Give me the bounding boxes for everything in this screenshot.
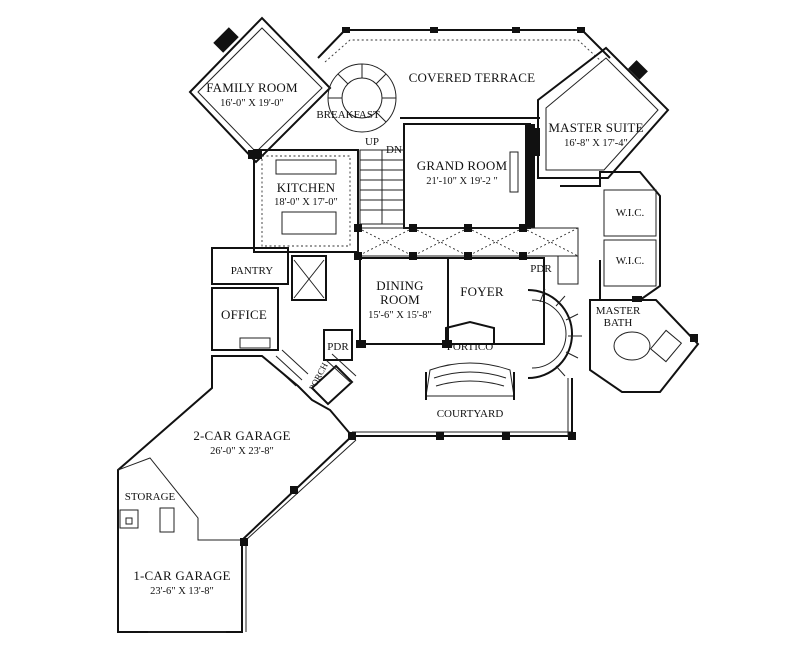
garage-1-dims: 23'-6" X 13'-8"	[150, 586, 214, 597]
grand-room-label: GRAND ROOM	[417, 158, 508, 173]
portico-label: PORTICO	[447, 341, 493, 353]
covered-terrace-label: COVERED TERRACE	[409, 70, 536, 85]
kitchen-area	[253, 149, 359, 253]
master-suite-dims: 16'-8" X 17'-4"	[564, 138, 628, 149]
portico-steps	[425, 362, 515, 400]
foyer-label: FOYER	[460, 284, 504, 299]
stair-dn-label: DN	[386, 144, 402, 156]
pdr-2-label: PDR	[327, 341, 349, 353]
dining-foyer-area	[356, 257, 545, 348]
storage-label: STORAGE	[125, 491, 176, 503]
pdr-1-label: PDR	[530, 263, 552, 275]
office-label: OFFICE	[221, 307, 267, 322]
dining-room-dims: 15'-6" X 15'-8"	[368, 310, 432, 321]
master-suite-label: MASTER SUITE	[548, 120, 643, 135]
courtyard-label: COURTYARD	[437, 408, 504, 420]
family-room-label: FAMILY ROOM	[206, 80, 298, 95]
wic-1-label: W.I.C.	[616, 207, 645, 219]
master-bath-label-line2: BATH	[604, 317, 633, 329]
pantry-label: PANTRY	[231, 265, 273, 277]
breakfast-label: BREAKFAST	[316, 109, 380, 121]
garage-area	[117, 355, 357, 633]
master-wing	[557, 171, 700, 393]
kitchen-dims: 18'-0" X 17'-0"	[274, 197, 338, 208]
main-stair	[359, 149, 405, 225]
stair-up-label: UP	[365, 136, 379, 148]
kitchen-label: KITCHEN	[277, 180, 336, 195]
garage-2-label: 2-CAR GARAGE	[193, 428, 290, 443]
master-bath-label-line1: MASTER	[596, 305, 641, 317]
wic-2-label: W.I.C.	[616, 255, 645, 267]
porch-label: PORCH	[307, 361, 330, 393]
breakfast-stair	[327, 63, 397, 133]
spiral-stair	[527, 288, 582, 379]
dining-room-label-line1: DINING	[376, 278, 423, 293]
garage-1-label: 1-CAR GARAGE	[133, 568, 230, 583]
garage-2-dims: 26'-0" X 23'-8"	[210, 446, 274, 457]
grand-room-dims: 21'-10" X 19'-2 "	[426, 176, 498, 187]
family-room-dims: 16'-0" X 19'-0"	[220, 98, 284, 109]
covered-terrace-area	[317, 27, 611, 119]
dining-room-label-line2: ROOM	[380, 292, 420, 307]
gallery-vaults	[354, 224, 579, 260]
courtyard-edge	[348, 378, 576, 440]
master-suite-area	[534, 46, 670, 179]
